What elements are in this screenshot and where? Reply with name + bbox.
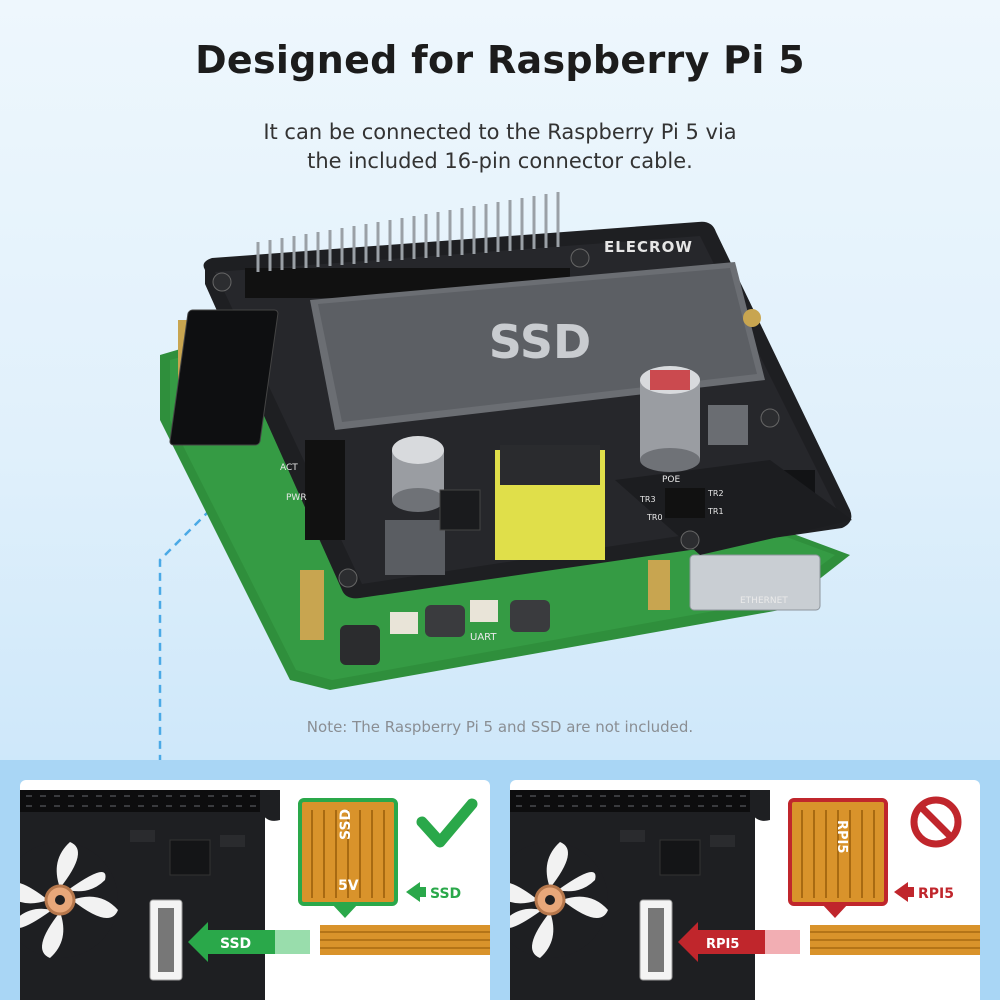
cable-ssd-text: SSD (338, 809, 354, 840)
insert-arrow-head (678, 922, 698, 962)
capacitor-left (392, 436, 444, 512)
pwr-label: PWR (286, 493, 307, 503)
usb-c-port (340, 625, 380, 665)
insert-arrow-shaft (205, 930, 275, 954)
gpio-header-closeup (20, 790, 260, 812)
act-label: ACT (280, 463, 298, 473)
tr1-label: TR1 (707, 507, 724, 516)
screw (680, 530, 700, 550)
brand-logo: ELECROW (604, 238, 693, 256)
tr2-label: TR2 (707, 489, 724, 498)
screw (760, 408, 780, 428)
poe-label: POE (662, 475, 681, 485)
subtitle-line-1: It can be connected to the Raspberry Pi … (263, 120, 737, 144)
ethernet-label: ETHERNET (740, 596, 788, 606)
checkmark-icon (416, 798, 478, 848)
product-illustration: UART ETHERNET SSD ELECROW (158, 192, 852, 760)
micro-hdmi-port-1 (425, 605, 465, 637)
screw (743, 309, 761, 327)
tr3-label: TR3 (639, 495, 656, 504)
disclaimer-note: Note: The Raspberry Pi 5 and SSD are not… (306, 718, 694, 736)
ic-chip (439, 489, 481, 531)
screw (212, 272, 232, 292)
insert-arrow-head (188, 922, 208, 962)
poe-board (615, 460, 852, 555)
cable-5v-text: 5V (338, 878, 359, 894)
screw (338, 568, 358, 588)
cable-end-label: SSD (430, 886, 461, 902)
arrow-label: RPI5 (706, 937, 739, 952)
prohibited-icon (910, 796, 962, 848)
micro-hdmi-port-2 (510, 600, 550, 632)
correct-connection-panel: SSD SSD 5V SSD (20, 780, 490, 1000)
subtitle-line-2: the included 16-pin connector cable. (307, 149, 693, 173)
coil (708, 405, 748, 445)
poe-header (305, 440, 345, 540)
cable-rpi5-text: RPI5 (834, 820, 849, 853)
wrong-connection-panel: RPI5 RPI5 RPI5 (510, 780, 980, 1000)
m2-slot (169, 309, 279, 446)
capacitor-right (640, 366, 700, 472)
dashed-guide-line (158, 479, 241, 760)
page-subtitle: It can be connected to the Raspberry Pi … (0, 118, 1000, 176)
page-title: Designed for Raspberry Pi 5 (195, 38, 805, 82)
standoff-front-left (300, 570, 324, 640)
inductor (385, 520, 445, 575)
ssd-label: SSD (489, 315, 591, 369)
cable-end-label: RPI5 (918, 886, 954, 902)
fan-icon (510, 842, 608, 958)
screw (570, 248, 590, 268)
standoff-front-right (648, 560, 670, 610)
uart-label: UART (470, 632, 497, 643)
fan-header (665, 488, 705, 518)
insert-arrow-shaft (695, 930, 765, 954)
gpio-header-closeup (510, 790, 750, 812)
fan-icon (20, 842, 118, 958)
arrow-label: SSD (220, 936, 251, 952)
ethernet-port (689, 554, 821, 611)
tr0-label: TR0 (646, 513, 663, 522)
